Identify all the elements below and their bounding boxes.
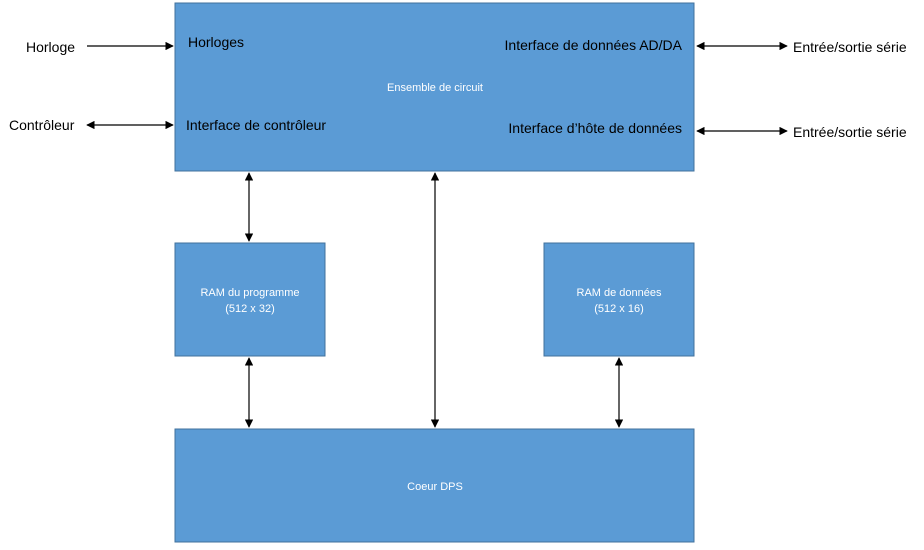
clocks-label: Horloges bbox=[188, 34, 244, 50]
adda-interface-label: Interface de données AD/DA bbox=[505, 37, 683, 53]
program-ram-label: RAM du programme bbox=[200, 287, 299, 299]
controller-label: Contrôleur bbox=[9, 117, 75, 133]
host-interface-label: Interface d’hôte de données bbox=[508, 120, 682, 136]
serial-io-label-1: Entrée/sortie série bbox=[793, 39, 907, 55]
serial-io-label-2: Entrée/sortie série bbox=[793, 124, 907, 140]
dsp-core-label: Coeur DPS bbox=[407, 481, 463, 493]
circuit-block-title: Ensemble de circuit bbox=[387, 82, 483, 94]
data-ram-block bbox=[543, 242, 695, 357]
controller-interface-label: Interface de contrôleur bbox=[186, 117, 326, 133]
data-ram-label: RAM de données bbox=[577, 287, 662, 299]
circuit-block bbox=[174, 2, 695, 172]
program-ram-size: (512 x 32) bbox=[225, 303, 275, 315]
clock-input-label: Horloge bbox=[26, 39, 75, 55]
program-ram-block bbox=[174, 242, 326, 357]
dsp-core-block bbox=[174, 428, 695, 543]
data-ram-size: (512 x 16) bbox=[594, 303, 644, 315]
